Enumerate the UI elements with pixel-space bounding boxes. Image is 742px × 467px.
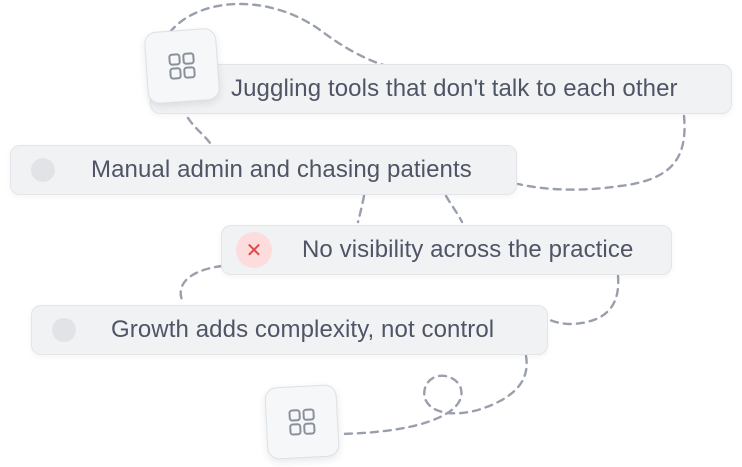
pain-point-card-growth: Growth adds complexity, not control: [31, 305, 548, 355]
pain-point-label: Juggling tools that don't talk to each o…: [231, 75, 678, 102]
neutral-dot-icon: [52, 318, 76, 342]
pain-point-card-tools: Juggling tools that don't talk to each o…: [150, 64, 732, 114]
pain-point-label: No visibility across the practice: [302, 236, 634, 263]
app-tile-top-overlay: [143, 27, 221, 105]
grid-icon: [168, 52, 196, 80]
pain-point-card-visibility: ✕ No visibility across the practice: [221, 225, 672, 275]
pain-point-label: Manual admin and chasing patients: [91, 156, 472, 183]
grid-icon: [288, 408, 316, 436]
close-icon: ✕: [236, 232, 272, 268]
pain-point-card-admin: Manual admin and chasing patients: [10, 145, 517, 195]
app-tile-bottom: [264, 384, 340, 460]
neutral-dot-icon: [31, 158, 55, 182]
pain-point-label: Growth adds complexity, not control: [111, 316, 495, 343]
